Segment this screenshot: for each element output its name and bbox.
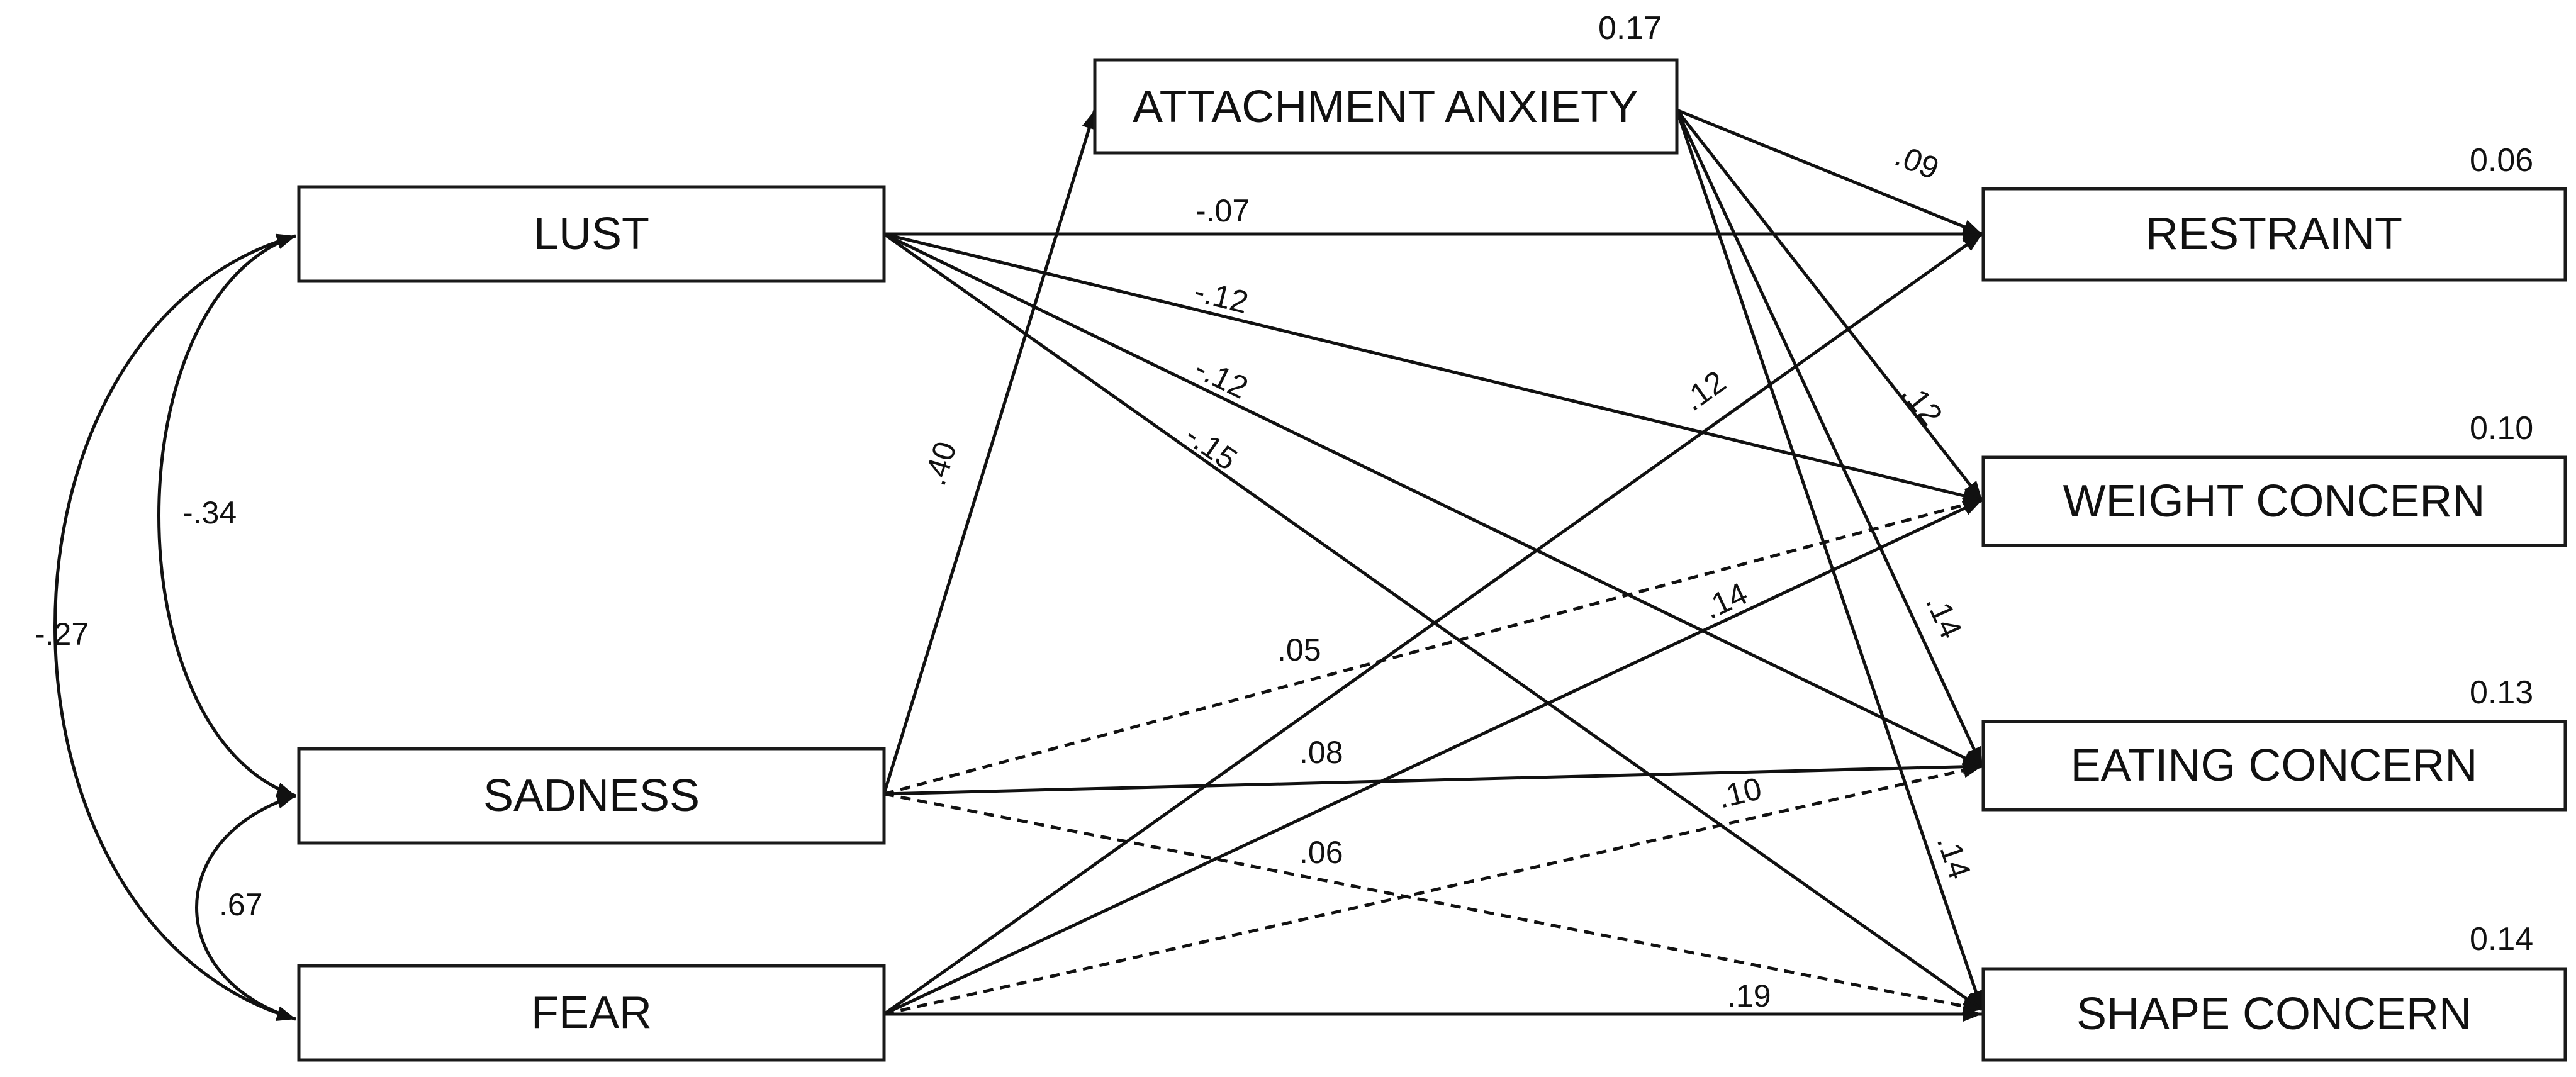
arc-lust-sadness xyxy=(157,234,296,798)
coef-sadness-weight: .05 xyxy=(1277,632,1321,667)
coef-fear-weight: .14 xyxy=(1698,576,1753,626)
node-sadness: SADNESS xyxy=(297,747,886,845)
r2-attachment: 0.17 xyxy=(1598,10,1662,47)
path-arrows xyxy=(882,108,1984,1022)
coef-fear-restraint: .12 xyxy=(1676,364,1732,418)
coef-lust-restraint: -.07 xyxy=(1196,193,1250,228)
coef-lust-eating: -.12 xyxy=(1189,350,1253,406)
node-fear: FEAR xyxy=(297,964,886,1062)
node-attachment-anxiety: ATTACHMENT ANXIETY xyxy=(1093,58,1679,155)
edge-attachment-eating xyxy=(1675,109,1984,767)
corr-label-sadness-fear: .67 xyxy=(219,887,263,922)
edge-lust-eating xyxy=(883,232,1983,768)
coef-fear-eating: .10 xyxy=(1714,771,1765,815)
edge-fear-restraint xyxy=(883,232,1983,1016)
node-shape-concern: SHAPE CONCERN xyxy=(1981,967,2567,1062)
node-label-weight: WEIGHT CONCERN xyxy=(2063,476,2485,527)
node-label-lust: LUST xyxy=(534,209,649,259)
edge-sadness-attachment xyxy=(882,109,1097,795)
arc-sadness-fear xyxy=(195,794,296,1021)
coef-sadness-shape: .06 xyxy=(1299,835,1343,870)
node-lust: LUST xyxy=(297,185,886,283)
coef-fear-shape: .19 xyxy=(1727,978,1771,1013)
node-label-restraint: RESTRAINT xyxy=(2146,209,2402,259)
node-label-eating: EATING CONCERN xyxy=(2071,740,2478,791)
node-label-shape: SHAPE CONCERN xyxy=(2076,989,2472,1039)
correlation-arcs xyxy=(53,233,296,1021)
node-weight-concern: WEIGHT CONCERN xyxy=(1981,455,2567,547)
coef-sadness-attachment: .40 xyxy=(917,437,963,489)
arc-lust-fear xyxy=(53,233,296,1021)
edge-sadness-shape xyxy=(883,792,1983,1013)
edge-lust-weight xyxy=(883,232,1983,503)
coef-attachment-restraint: .09 xyxy=(1890,137,1944,186)
coef-lust-weight: -.12 xyxy=(1190,273,1252,320)
corr-label-lust-sadness: -.34 xyxy=(182,495,237,530)
edge-attachment-weight xyxy=(1676,109,1983,501)
r2-shape: 0.14 xyxy=(2470,921,2533,957)
r2-restraint: 0.06 xyxy=(2470,142,2533,179)
corr-label-lust-fear: -.27 xyxy=(35,617,89,652)
coef-sadness-eating: .08 xyxy=(1299,735,1343,770)
coef-attachment-eating: .14 xyxy=(1919,589,1969,644)
coef-lust-shape: -.15 xyxy=(1179,417,1244,477)
r2-eating: 0.13 xyxy=(2470,674,2533,711)
node-label-attachment: ATTACHMENT ANXIETY xyxy=(1133,82,1638,132)
node-label-sadness: SADNESS xyxy=(483,771,700,821)
edge-attachment-shape xyxy=(1675,109,1984,1010)
node-restraint: RESTRAINT xyxy=(1981,187,2567,282)
edge-lust-shape xyxy=(883,232,1983,1012)
r2-weight: 0.10 xyxy=(2470,410,2533,447)
edge-sadness-eating xyxy=(883,759,1983,796)
node-eating-concern: EATING CONCERN xyxy=(1981,720,2567,812)
edge-fear-eating xyxy=(883,762,1983,1016)
edge-fear-weight xyxy=(883,498,1983,1016)
edge-attachment-restraint xyxy=(1676,108,1983,236)
edge-sadness-weight xyxy=(883,498,1983,796)
coef-attachment-weight: .12 xyxy=(1895,376,1949,432)
node-label-fear: FEAR xyxy=(531,988,652,1038)
